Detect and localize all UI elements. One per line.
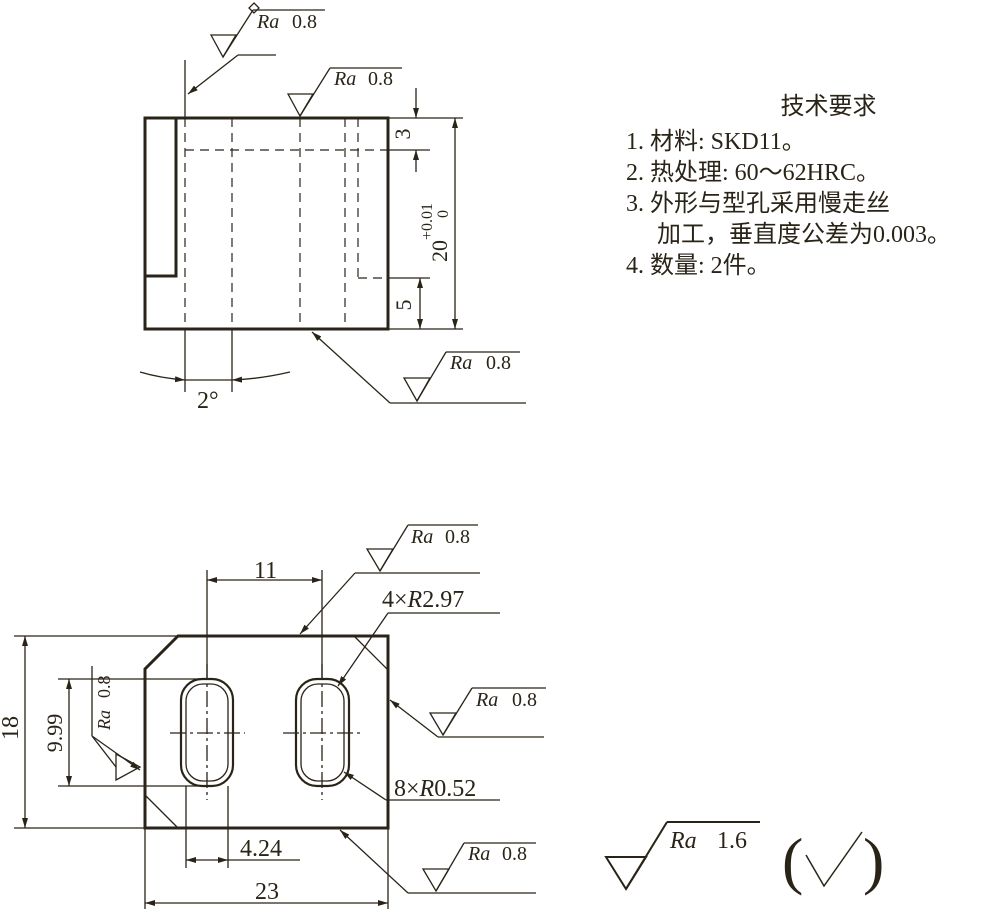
dim-4-24-label: 4.24	[240, 836, 282, 862]
top-view-outline	[143, 116, 390, 331]
requirement-item-3: 3. 外形与型孔采用慢走丝	[626, 191, 890, 217]
general-roughness-ra: Ra	[669, 828, 697, 854]
roughness-1-ra: Ra	[256, 11, 279, 33]
roughness-symbol-2: Ra 0.8	[286, 67, 402, 118]
roughness-symbol-right: Ra 0.8	[389, 687, 546, 738]
roughness-1-value: 0.8	[292, 11, 317, 33]
roughness-left-ra: Ra	[94, 710, 114, 731]
general-roughness-paren-close: )	[863, 825, 884, 896]
roughness-symbol-bottom: Ra 0.8	[339, 829, 536, 894]
radius-large-label: 4×R2.97	[382, 587, 464, 613]
roughness-right-ra: Ra	[475, 689, 498, 711]
radius-large-callout: 4×R2.97	[337, 587, 500, 687]
roughness-3-value: 0.8	[486, 352, 511, 374]
roughness-symbol-3: Ra 0.8	[311, 331, 526, 404]
roughness-symbol-left: Ra 0.8	[91, 666, 142, 782]
radius-small-value: 0.52	[434, 776, 476, 802]
radius-large-value: 2.97	[422, 587, 464, 613]
radius-small-callout: 8×R0.52	[343, 771, 500, 802]
roughness-symbol-top: Ra 0.8	[299, 524, 480, 635]
dim-20-upper-tol: +0.01	[419, 203, 436, 240]
dim-23-label: 23	[255, 879, 279, 905]
roughness-symbol-1: Ra 0.8	[184, 2, 325, 118]
requirement-item-3-continued: 加工，垂直度公差为0.003。	[657, 222, 951, 248]
roughness-top-value: 0.8	[445, 526, 470, 548]
roughness-3-ra: Ra	[449, 352, 472, 374]
bottom-view: 11 18 9.99 4.24 23 4×R2.97	[0, 524, 546, 909]
radius-small-count: 8×	[394, 776, 420, 802]
general-roughness-paren-open: (	[782, 825, 803, 896]
general-roughness-symbol: Ra 1.6 ( )	[604, 821, 884, 896]
dim-5-label: 5	[391, 300, 416, 311]
angle-label: 2°	[197, 388, 219, 414]
dim-9-99-label: 9.99	[42, 714, 67, 753]
requirement-item-1: 1. 材料: SKD11。	[626, 129, 806, 155]
top-view-step	[145, 118, 178, 278]
requirement-item-2: 2. 热处理: 60～62HRC。	[626, 160, 881, 186]
roughness-bottom-ra: Ra	[467, 843, 490, 865]
dim-11-label: 11	[254, 558, 277, 584]
roughness-2-ra: Ra	[333, 68, 356, 90]
general-roughness-value: 1.6	[717, 828, 747, 854]
top-view-hidden-lines	[184, 118, 388, 329]
top-view: 3 5 20 +0.01 0 2° Ra 0.8	[139, 2, 526, 414]
roughness-left-value: 0.8	[94, 676, 114, 699]
technical-requirements: 技术要求 1. 材料: SKD11。 2. 热处理: 60～62HRC。 3. …	[626, 92, 1001, 282]
technical-requirements-title: 技术要求	[780, 94, 877, 120]
dim-3-label: 3	[390, 129, 415, 140]
dim-20-lower-tol: 0	[435, 210, 452, 218]
radius-small-label: 8×R0.52	[394, 776, 476, 802]
checkmark-icon	[805, 831, 863, 888]
roughness-bottom-value: 0.8	[502, 843, 527, 865]
roughness-top-ra: Ra	[410, 526, 433, 548]
roughness-right-value: 0.8	[512, 689, 537, 711]
radius-small-r: R	[419, 776, 435, 802]
dim-20-label: 20	[427, 240, 452, 262]
dim-18-label: 18	[0, 716, 24, 740]
dim-20-base: 20	[427, 240, 452, 262]
requirement-item-4: 4. 数量: 2件。	[626, 253, 771, 279]
bottom-view-outline	[143, 634, 390, 830]
radius-large-count: 4×	[382, 587, 408, 613]
radius-large-r: R	[407, 587, 423, 613]
roughness-2-value: 0.8	[368, 68, 393, 90]
